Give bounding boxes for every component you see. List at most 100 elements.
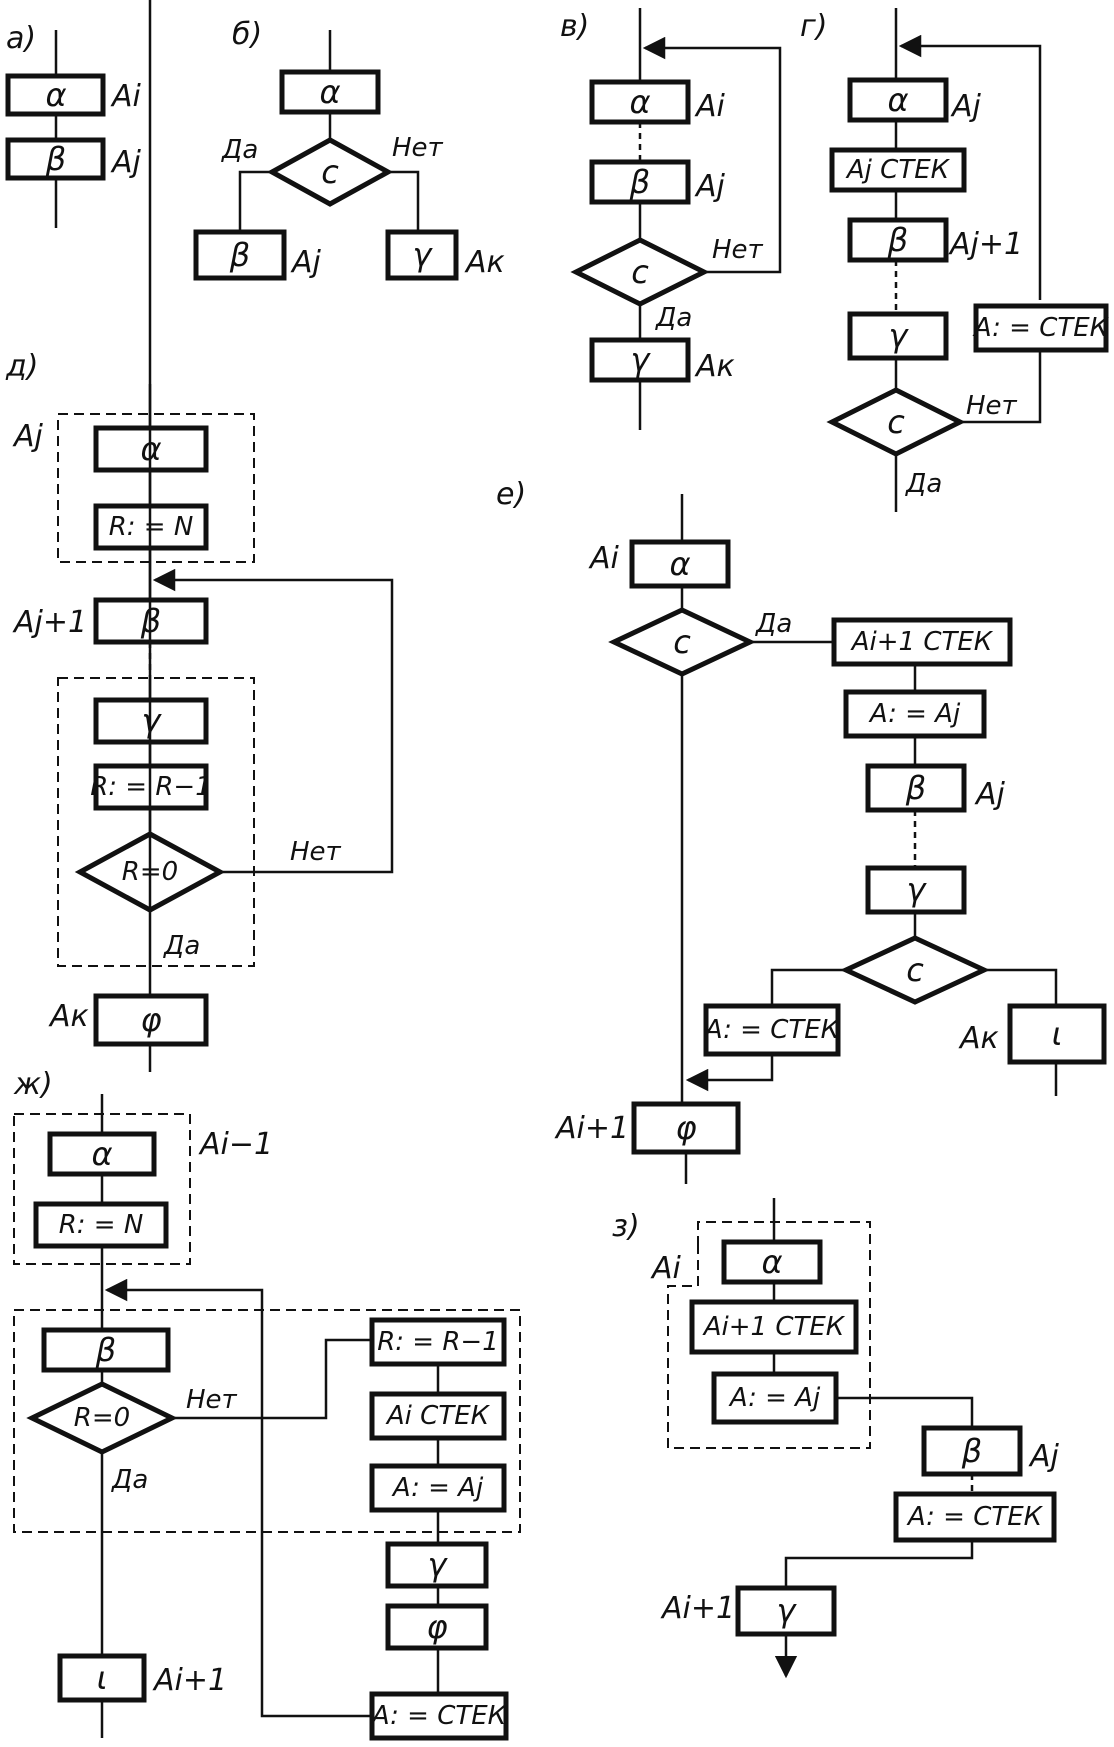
block-alpha (847, 77, 949, 123)
block-a-stack (973, 303, 1109, 353)
branch-yes: Да (755, 609, 792, 639)
panel-b: б) α c Да Нет β Aj γ Aк (193, 17, 505, 281)
block-ai-stack-text: Ai СТЕК (385, 1401, 491, 1431)
label-aj: Aj (974, 777, 1006, 812)
block-r-eq-n-text: R: = N (59, 1210, 144, 1240)
panel-g: г) α Aj Aj СТЕК β Aj+1 γ A: = СТЕК c Нет… (800, 8, 1110, 512)
branch-yes: Да (655, 303, 692, 333)
label-aj1: Aj+1 (12, 605, 87, 640)
branch-no: Нет (966, 391, 1018, 421)
block-alpha (5, 73, 106, 117)
block-gamma-text: γ (889, 317, 910, 355)
block-gamma (385, 229, 459, 281)
block-phi (93, 993, 209, 1047)
branch-no: Нет (186, 1385, 238, 1415)
block-alpha-text: α (629, 83, 650, 121)
block-beta-text: β (887, 221, 908, 259)
panel-label-zh: ж) (13, 1067, 53, 1102)
block-alpha (721, 1239, 823, 1285)
block-a-stack (369, 1691, 509, 1741)
branch-no: Нет (712, 235, 764, 265)
block-beta-text: β (229, 236, 250, 274)
block-beta-text: β (95, 1331, 116, 1369)
block-a-stack-text: A: = СТЕК (972, 313, 1110, 343)
decision-c (266, 137, 394, 207)
block-a-aj-text: A: = Aj (868, 699, 961, 729)
block-alpha-text: α (319, 73, 340, 111)
block-ai-stack (369, 1391, 507, 1441)
panel-label-b: б) (232, 17, 262, 52)
decision-c-text: c (321, 153, 339, 191)
label-ai: Ai (694, 89, 726, 124)
label-ak: Aк (464, 245, 505, 280)
block-beta-text: β (45, 140, 66, 178)
branch-yes: Да (111, 1465, 148, 1495)
panel-label-e: е) (496, 477, 526, 512)
label-aj: Aj (290, 245, 322, 280)
label-ai: Ai (588, 541, 620, 576)
block-gamma (589, 337, 691, 383)
block-alpha-text: α (45, 76, 66, 114)
panel-z: з) Ai α Ai+1 СТЕК A: = Aj β Aj A: = СТЕК… (612, 1198, 1060, 1679)
block-a-stack-text: A: = СТЕК (370, 1701, 508, 1731)
block-alpha-text: α (91, 1135, 112, 1173)
panel-d: д) Aj α R: = N β Aj+1 γ R: = R−1 R=0 Нет… (5, 0, 394, 1072)
branch-no: Нет (392, 133, 444, 163)
block-alpha (47, 1131, 157, 1177)
label-aj: Aj (950, 89, 982, 124)
block-alpha-text: α (887, 81, 908, 119)
block-beta-text: β (961, 1432, 982, 1470)
label-ai: Ai (110, 79, 142, 114)
decision-c-text: c (906, 951, 924, 989)
block-a-aj (369, 1463, 507, 1513)
branch-no: Нет (290, 837, 342, 867)
panel-a: а) α Ai β Aj (5, 21, 142, 228)
decision-r-zero-text: R=0 (74, 1403, 130, 1433)
block-gamma-text: γ (907, 871, 928, 909)
block-alpha-text: α (761, 1243, 782, 1281)
block-a-stack-text: A: = СТЕК (906, 1502, 1044, 1532)
label-ai1: Ai+1 (660, 1591, 735, 1626)
block-iota-text: ι (1052, 1015, 1063, 1053)
branch-yes: Да (905, 469, 942, 499)
block-ai1-stack (689, 1299, 859, 1355)
label-ai1: Ai+1 (152, 1663, 227, 1698)
block-aj-stack (829, 147, 967, 193)
block-ai1-stack-text: Ai+1 СТЕК (702, 1312, 846, 1342)
panel-label-d: д) (5, 349, 38, 384)
branch-yes: Да (221, 135, 258, 165)
block-gamma-text: γ (631, 341, 652, 379)
block-a-stack (893, 1491, 1057, 1543)
label-aim1: Ai−1 (198, 1127, 273, 1162)
block-r-dec-text: R: = R−1 (377, 1327, 499, 1357)
block-gamma (865, 865, 967, 915)
block-gamma-text: γ (142, 702, 163, 740)
label-aj: Aj (694, 169, 726, 204)
block-gamma-text: γ (413, 236, 434, 274)
label-ak: Aк (694, 349, 735, 384)
panel-label-z: з) (612, 1209, 640, 1244)
block-beta (41, 1327, 171, 1373)
block-beta-text: β (629, 163, 650, 201)
block-beta-text: β (905, 769, 926, 807)
label-ai1: Ai+1 (554, 1111, 629, 1146)
block-gamma (847, 311, 949, 361)
block-aj-stack-text: Aj СТЕК (845, 155, 951, 185)
block-iota-text: ι (97, 1659, 108, 1697)
branch-yes: Да (163, 931, 200, 961)
label-aj: Aj (1028, 1439, 1060, 1474)
label-aj: Aj (12, 419, 44, 454)
panel-e: е) α Ai c Да Ai+1 СТЕК A: = Aj β Aj γ c … (496, 477, 1107, 1184)
panel-zh: ж) α Ai−1 R: = N β R=0 Нет Да R: = R−1 A… (13, 1067, 521, 1741)
block-gamma (385, 1541, 489, 1589)
block-gamma-text: γ (428, 1546, 449, 1584)
block-phi-text: φ (426, 1608, 447, 1646)
panel-v: в) α Ai β Aj c Нет Да γ Aк (560, 8, 782, 430)
block-alpha-text: α (669, 545, 690, 583)
decision-c-text: c (631, 253, 649, 291)
block-a-aj-text: A: = Aj (391, 1473, 484, 1503)
label-aj: Aj (110, 145, 142, 180)
block-ai1-stack-text: Ai+1 СТЕК (850, 627, 994, 657)
